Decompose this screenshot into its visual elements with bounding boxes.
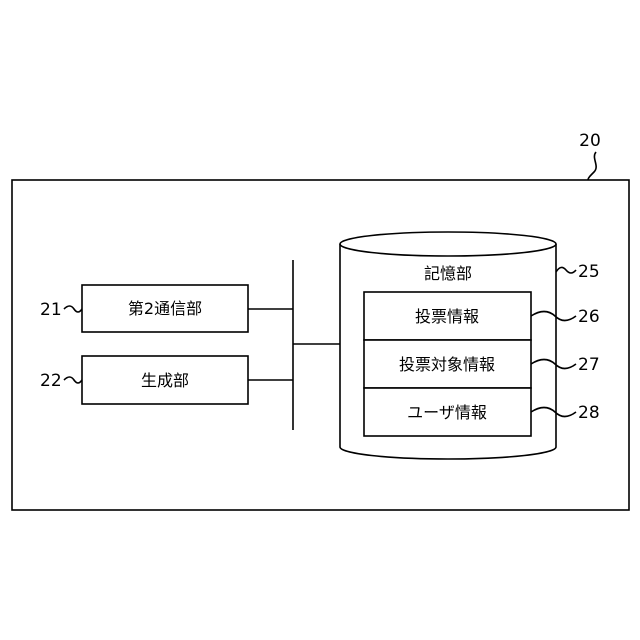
storage-item-user-info-label: ユーザ情報 [407,403,487,422]
storage-item-user-info-ref: 28 [578,403,600,423]
block-communication-unit-ref: 21 [40,300,62,320]
storage-item-voting-target-info-label: 投票対象情報 [399,355,495,374]
storage-label: 記憶部 [424,264,472,283]
device-ref-label: 20 [579,131,601,151]
storage-item-voting-info-label: 投票情報 [415,307,479,326]
storage-ref: 25 [578,262,600,282]
storage-item-voting-target-info-ref: 27 [578,355,600,375]
storage-item-voting-info-ref: 26 [578,307,600,327]
block-generation-unit-ref: 22 [40,371,62,391]
block-communication-unit-label: 第2通信部 [128,299,202,318]
block-generation-unit-label: 生成部 [141,371,189,390]
storage-cylinder-top [340,232,556,256]
device-ref-leader [588,152,596,180]
